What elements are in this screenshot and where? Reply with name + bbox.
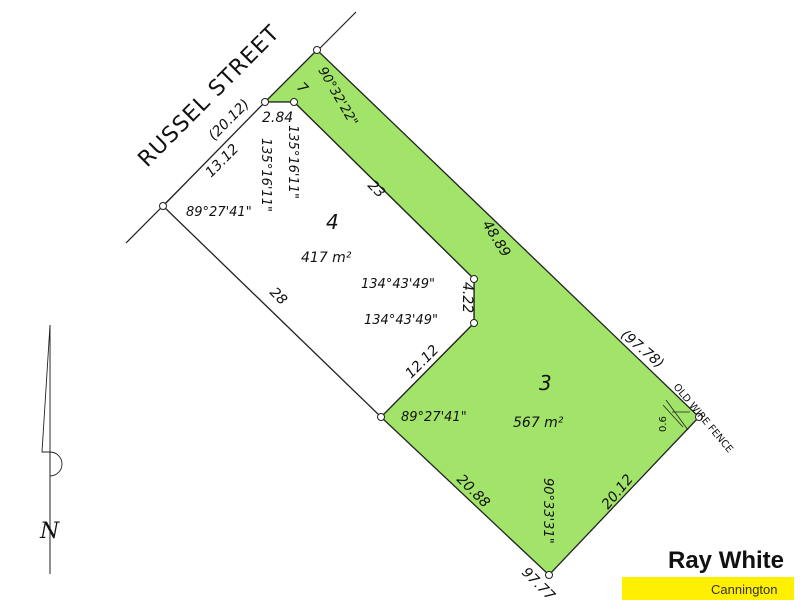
lot-number: 3 (539, 371, 552, 395)
angle-step-lower: 134°43'49" (364, 313, 438, 328)
vertex-marker (290, 98, 298, 106)
angle-access-right: 135°16'11" (285, 125, 300, 199)
agency-branch: Cannington (711, 582, 778, 597)
angle-lot4-nw: 89°27'41" (186, 205, 252, 220)
dim-fence-offset: 0.6 (658, 416, 669, 432)
lot-area: 417 m² (301, 250, 352, 266)
lot-area: 567 m² (513, 415, 564, 431)
vertex-marker (470, 275, 478, 283)
agency-name: Ray White (668, 547, 784, 574)
agency-bar (622, 577, 794, 600)
dim-step: 4.22 (459, 282, 475, 313)
north-label: N (39, 519, 60, 544)
angle-lot3-nw: 89°27'41" (401, 410, 467, 425)
angle-lot3-bottom: 90°33'31" (540, 478, 555, 544)
vertex-marker (377, 413, 385, 421)
agency-logo: Ray White Cannington (622, 547, 794, 600)
angle-step-upper: 134°43'49" (361, 277, 435, 292)
vertex-marker (261, 98, 269, 106)
north-arrow: N (39, 324, 63, 574)
fence-offset-detail (662, 399, 690, 431)
vertex-marker (313, 46, 321, 54)
vertex-marker (545, 571, 553, 579)
dim-access-width: 2.84 (262, 110, 293, 126)
lot-number: 4 (326, 210, 339, 234)
vertex-marker (470, 319, 478, 327)
vertex-marker (159, 202, 167, 210)
vertex-markers (159, 46, 703, 579)
angle-access-left: 135°16'11" (258, 138, 273, 212)
vertex-marker (695, 413, 703, 421)
